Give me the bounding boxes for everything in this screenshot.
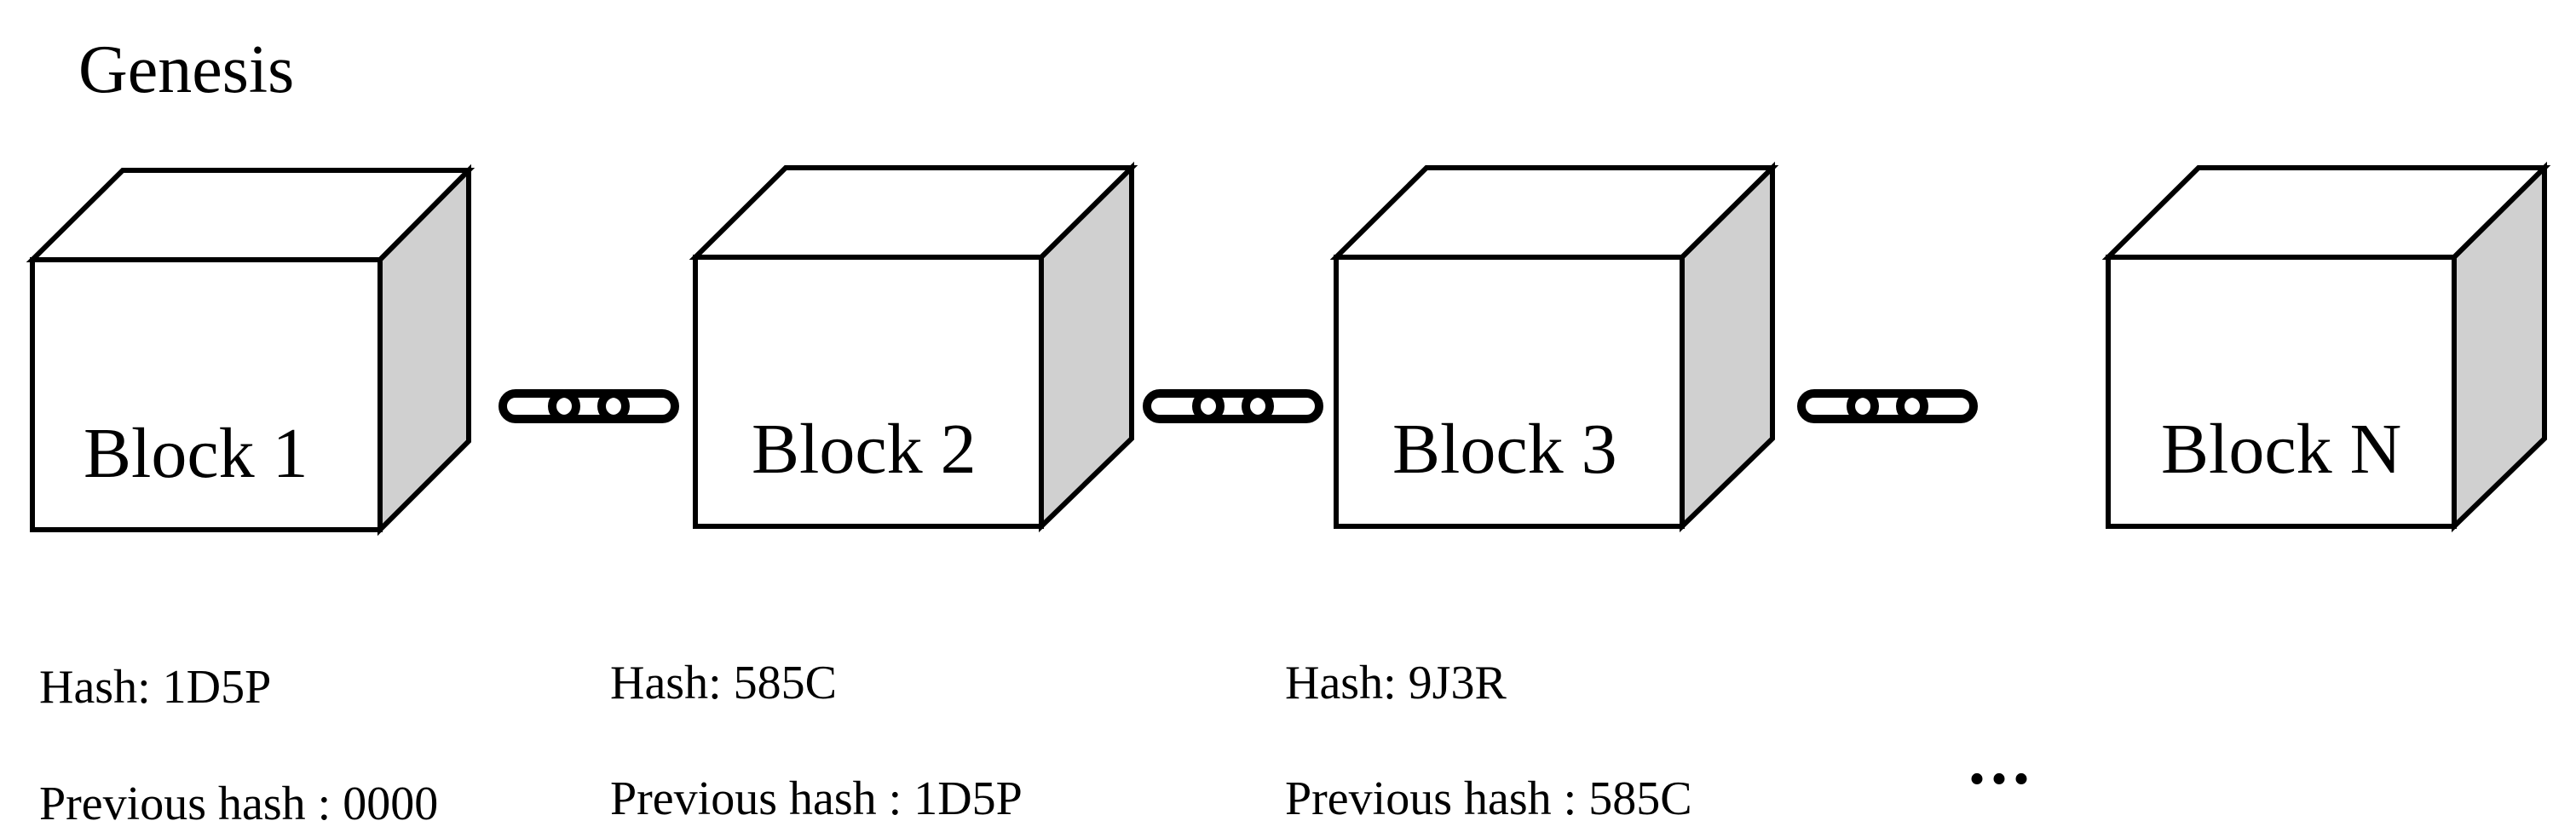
chain-link-icon <box>498 389 679 423</box>
block-3-cube: Block 3 <box>1329 161 1779 533</box>
chain-link-icon <box>1797 389 1978 423</box>
block-n-label: Block N <box>2161 410 2401 489</box>
block-2-previous-hash: Previous hash : 1D5P <box>610 772 1023 825</box>
block-1-label: Block 1 <box>84 414 308 493</box>
block-1-previous-hash: Previous hash : 0000 <box>39 778 438 830</box>
block-2-hash: Hash: 585C <box>610 657 837 709</box>
block-2-label: Block 2 <box>752 410 977 489</box>
genesis-title: Genesis <box>78 32 294 107</box>
ellipsis-text: ... <box>1968 724 2035 799</box>
block-1-hash: Hash: 1D5P <box>39 661 271 714</box>
block-n-front-face <box>2106 255 2457 529</box>
block-n-cube: Block N <box>2101 161 2551 533</box>
block-3-previous-hash: Previous hash : 585C <box>1285 772 1692 825</box>
block-1-front-face <box>30 257 383 532</box>
chain-link-icon <box>1143 389 1323 423</box>
block-3-label: Block 3 <box>1392 410 1617 489</box>
block-2-front-face <box>693 255 1044 529</box>
block-2-cube: Block 2 <box>689 161 1138 533</box>
block-3-hash: Hash: 9J3R <box>1285 657 1507 709</box>
block-1-cube: Block 1 <box>26 164 475 537</box>
block-3-front-face <box>1334 255 1685 529</box>
